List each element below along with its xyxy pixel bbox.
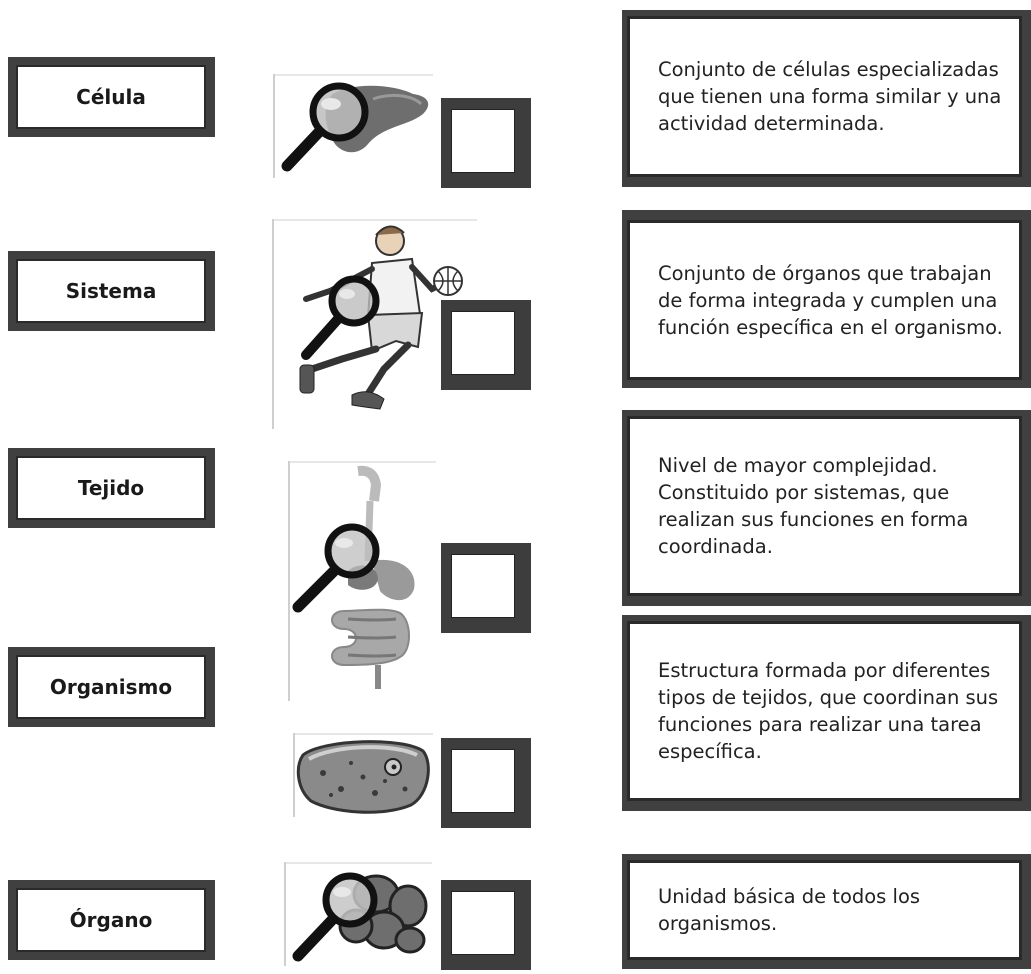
answer-box[interactable]	[441, 738, 531, 828]
definition-text: Conjunto de órganos que trabajan de form…	[627, 220, 1022, 380]
definition-text: Nivel de mayor complejidad. Constituido …	[627, 416, 1022, 596]
definition-card-4: Estructura formada por diferentes tipos …	[622, 615, 1031, 811]
term-label: Célula	[16, 65, 206, 129]
term-card-tejido: Tejido	[8, 448, 215, 528]
definition-card-2: Conjunto de órganos que trabajan de form…	[622, 210, 1031, 388]
term-label: Tejido	[16, 456, 206, 520]
answer-box[interactable]	[441, 543, 531, 633]
definition-text: Estructura formada por diferentes tipos …	[627, 621, 1022, 801]
answer-box[interactable]	[441, 98, 531, 188]
term-label: Organismo	[16, 655, 206, 719]
basketball-player-icon	[272, 219, 477, 429]
answer-box-slot[interactable]	[451, 554, 515, 618]
term-card-celula: Célula	[8, 57, 215, 137]
term-card-sistema: Sistema	[8, 251, 215, 331]
magnifier-liver-icon	[273, 74, 433, 178]
term-card-organo: Órgano	[8, 880, 215, 960]
definition-card-1: Conjunto de células especializadas que t…	[622, 10, 1031, 187]
answer-box-slot[interactable]	[451, 311, 515, 375]
term-label: Órgano	[16, 888, 206, 952]
answer-box[interactable]	[441, 880, 531, 970]
term-label: Sistema	[16, 259, 206, 323]
magnifier-cells-icon	[284, 862, 432, 966]
answer-box-slot[interactable]	[451, 891, 515, 955]
definition-card-3: Nivel de mayor complejidad. Constituido …	[622, 410, 1031, 606]
digestive-system-icon	[288, 461, 436, 701]
definition-text: Conjunto de células especializadas que t…	[627, 16, 1022, 177]
definition-card-5: Unidad básica de todos los organismos.	[622, 854, 1031, 969]
cell-icon	[293, 733, 433, 817]
answer-box-slot[interactable]	[451, 109, 515, 173]
answer-box-slot[interactable]	[451, 749, 515, 813]
answer-box[interactable]	[441, 300, 531, 390]
definition-text: Unidad básica de todos los organismos.	[627, 860, 1022, 960]
term-card-organismo: Organismo	[8, 647, 215, 727]
